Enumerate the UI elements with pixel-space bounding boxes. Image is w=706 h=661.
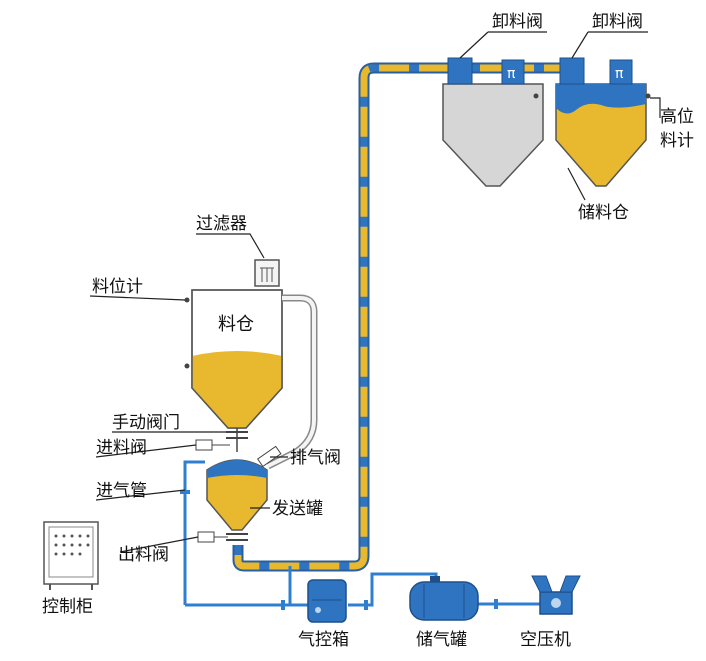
label-filter: 过滤器: [196, 214, 247, 234]
label-storage-silo: 储料仓: [578, 203, 629, 223]
unload-valve-1-body: [447, 57, 473, 85]
unload-valve-2-body: [559, 57, 585, 85]
hopper: [184, 289, 283, 429]
label-high-level-gauge-1: 高位: [660, 107, 694, 127]
outlet-valve: [197, 531, 228, 543]
label-air-tank: 储气罐: [416, 630, 467, 650]
storage-silo: π: [555, 57, 651, 187]
label-air-compressor: 空压机: [520, 630, 571, 650]
label-level-gauge: 料位计: [92, 277, 143, 297]
filter: [254, 259, 280, 287]
conveying-tank: [206, 459, 268, 541]
label-hopper: 料仓: [218, 314, 254, 335]
high-level-gauge-sensor: [645, 93, 651, 99]
control-cabinet: [43, 521, 99, 590]
label-inlet-valve: 进料阀: [96, 438, 147, 458]
label-unload-valve-2: 卸料阀: [592, 12, 643, 32]
air-storage-tank: [409, 576, 479, 621]
air-compressor: [531, 575, 581, 615]
label-outlet-valve: 出料阀: [118, 545, 169, 565]
silo-1-top-fitting: [501, 59, 525, 85]
manual-valve: [226, 428, 248, 452]
label-air-inlet-pipe: 进气管: [96, 481, 147, 501]
label-unload-valve-1: 卸料阀: [492, 12, 543, 32]
label-manual-valve: 手动阀门: [112, 413, 180, 433]
svg-text:π: π: [507, 66, 516, 82]
label-control-cabinet: 控制柜: [42, 597, 93, 617]
leader-lines: [89, 31, 661, 553]
exhaust-return-pipe: [266, 294, 318, 470]
svg-text:π: π: [615, 66, 624, 82]
label-pneumatic-box: 气控箱: [298, 630, 349, 650]
silo-2-top-fitting: [609, 59, 633, 85]
exhaust-valve: [256, 445, 282, 468]
silo-1-sensor: [533, 93, 539, 99]
inlet-valve: [195, 439, 230, 451]
pneumatic-control-box: [307, 579, 347, 623]
label-conveying-tank: 发送罐: [272, 499, 323, 519]
label-exhaust-valve: 排气阀: [290, 448, 341, 468]
label-high-level-gauge-2: 料计: [660, 131, 694, 151]
receiving-silo-1: π: [442, 57, 544, 187]
